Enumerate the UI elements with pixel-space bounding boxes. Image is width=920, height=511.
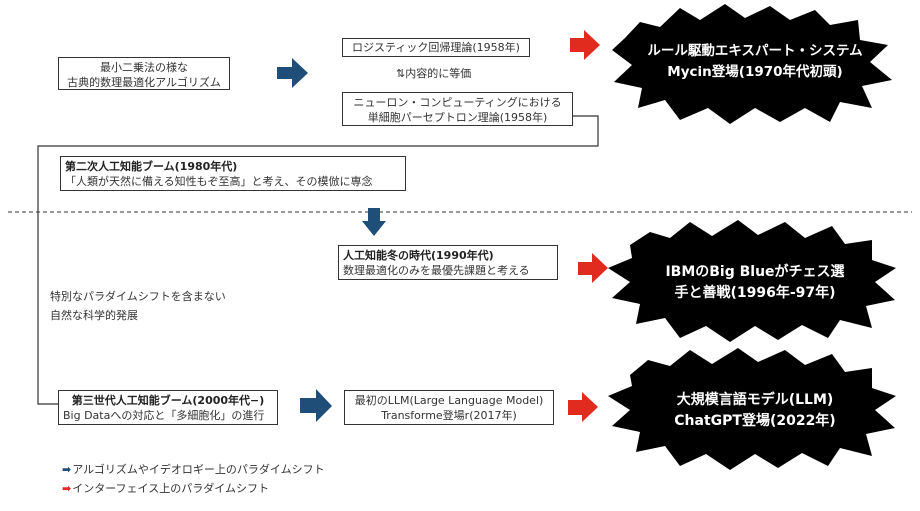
llm-burst-text: 大規模言語モデル(LLM) ChatGPT登場(2022年) <box>640 390 870 432</box>
second-ai-boom-text: 「人類が天然に備える知性もぞ至高」と考え、その模倣に専念 <box>65 175 373 188</box>
equivalence-note: ⇅内容的に等価 <box>396 66 471 81</box>
blue-arrow-icon <box>300 389 332 422</box>
ai-winter-title: 人工知能冬の時代(1990年代) <box>343 249 494 262</box>
rule-based-burst-text: ルール駆動エキスパート・システム Mycin登場(1970年代初頭) <box>640 41 870 83</box>
side-note: 特別なパラダイムシフトを含まない 自然な科学的発展 <box>50 287 226 325</box>
perceptron-line-1: ニューロン・コンピューティングにおける <box>353 96 562 109</box>
big-blue-burst-shape <box>608 220 896 342</box>
up-down-arrows-icon: ⇅ <box>396 67 406 80</box>
big-blue-line-2: 手と善戦(1996年-97年) <box>674 285 836 301</box>
red-arrow-icon <box>568 392 598 422</box>
perceptron-line-2: 単細胞パーセプトロン理論(1958年) <box>367 111 548 124</box>
third-ai-boom-text: Big Dataへの対応と「多細胞化」の進行 <box>63 409 265 422</box>
red-arrow-legend-icon: ➡ <box>62 482 72 495</box>
first-llm-box: 最初のLLM(Large Language Model) Transforme登… <box>344 390 554 425</box>
side-note-line-1: 特別なパラダイムシフトを含まない <box>50 290 226 303</box>
blue-arrow-icon <box>277 58 308 88</box>
first-llm-line-1: 最初のLLM(Large Language Model) <box>354 394 544 407</box>
big-blue-line-1: IBMのBig Blueがチェス選 <box>665 264 845 280</box>
least-squares-line-2: 古典的数理最適化アルゴリズム <box>67 76 221 89</box>
rule-based-line-1: ルール駆動エキスパート・システム <box>647 43 863 59</box>
red-arrow-icon <box>578 253 608 283</box>
legend-item-interface: ➡インターフェイス上のパラダイムシフト <box>62 481 269 496</box>
logistic-regression-box: ロジスティック回帰理論(1958年) <box>342 38 530 57</box>
perceptron-box: ニューロン・コンピューティングにおける 単細胞パーセプトロン理論(1958年) <box>342 92 573 126</box>
third-ai-boom-box: 第三世代人工知能ブーム(2000年代−) Big Dataへの対応と「多細胞化」… <box>58 390 278 425</box>
first-llm-line-2: Transforme登場r(2017年) <box>381 409 517 422</box>
least-squares-line-1: 最小二乗法の様な <box>100 61 188 74</box>
llm-line-1: 大規模言語モデル(LLM) <box>676 392 834 408</box>
development-connector-line <box>37 115 599 405</box>
legend-label-algorithm: アルゴリズムやイデオロギー上のパラダイムシフト <box>72 463 325 476</box>
least-squares-box: 最小二乗法の様な 古典的数理最適化アルゴリズム <box>58 57 230 90</box>
equivalence-note-label: 内容的に等価 <box>405 67 472 80</box>
big-blue-burst-text: IBMのBig Blueがチェス選 手と善戦(1996年-97年) <box>640 262 870 304</box>
llm-burst-shape <box>608 348 896 470</box>
ai-winter-text: 数理最適化のみを最優先課題と考える <box>343 264 530 277</box>
side-note-line-2: 自然な科学的発展 <box>50 309 138 322</box>
third-ai-boom-title: 第三世代人工知能ブーム(2000年代−) <box>71 394 265 407</box>
blue-arrow-legend-icon: ➡ <box>62 463 72 476</box>
legend-label-interface: インターフェイス上のパラダイムシフト <box>72 482 270 495</box>
legend-item-algorithm: ➡アルゴリズムやイデオロギー上のパラダイムシフト <box>62 462 325 477</box>
second-ai-boom-box: 第二次人工知能ブーム(1980年代) 「人類が天然に備える知性もぞ至高」と考え、… <box>60 156 406 191</box>
second-ai-boom-title: 第二次人工知能ブーム(1980年代) <box>65 160 238 173</box>
logistic-regression-label: ロジスティック回帰理論(1958年) <box>352 41 520 54</box>
blue-arrow-down-icon <box>362 208 386 236</box>
rule-based-line-2: Mycin登場(1970年代初頭) <box>667 64 843 80</box>
red-arrow-icon <box>570 30 600 60</box>
llm-line-2: ChatGPT登場(2022年) <box>674 413 836 429</box>
ai-winter-box: 人工知能冬の時代(1990年代) 数理最適化のみを最優先課題と考える <box>338 245 558 280</box>
rule-based-burst-shape <box>612 4 892 124</box>
